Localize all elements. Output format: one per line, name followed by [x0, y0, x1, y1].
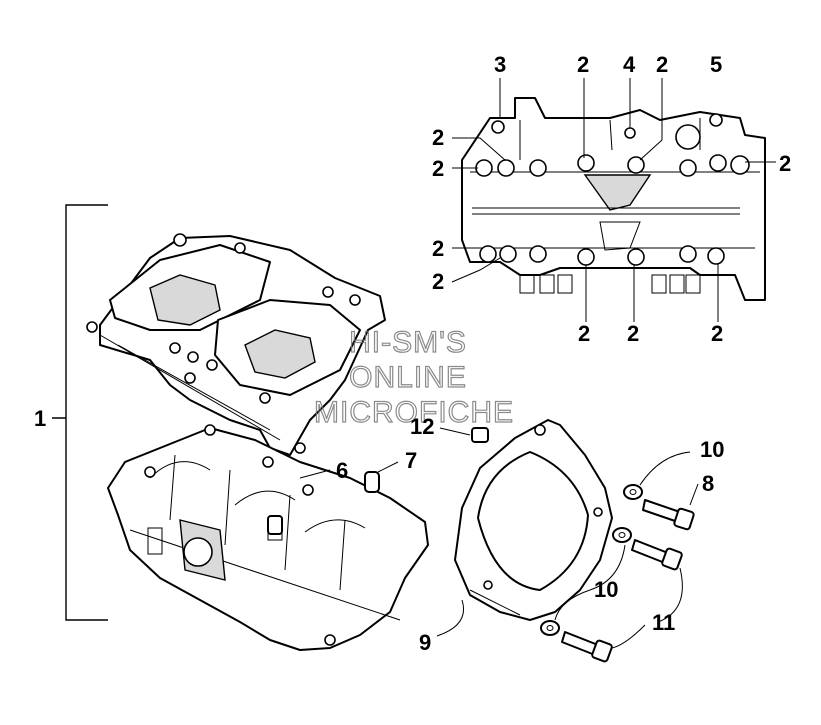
watermark: HI-SM'S ONLINE MICROFICHE — [313, 325, 514, 429]
assembly-bracket — [52, 204, 108, 621]
callout-labels: 1 3 2 4 2 5 2 2 2 2 2 2 2 2 12 7 6 10 8 … — [34, 52, 791, 655]
callout-5: 5 — [710, 52, 722, 77]
dowel-pin-12 — [471, 427, 489, 443]
dowel-pin-7 — [364, 471, 380, 493]
bolt-11-upper — [631, 539, 683, 571]
callout-2-left-c: 2 — [432, 236, 444, 261]
callout-2-left-a: 2 — [432, 125, 444, 150]
callout-2-left-d: 2 — [432, 269, 444, 294]
callout-1: 1 — [34, 406, 46, 431]
callout-10-top: 10 — [700, 437, 724, 462]
callout-8: 8 — [702, 471, 714, 496]
callout-2-bottom-a: 2 — [578, 321, 590, 346]
bolt-11-lower — [561, 631, 613, 663]
crankcase-upper-half — [86, 233, 386, 456]
callout-10-bottom: 10 — [594, 577, 618, 602]
callout-4: 4 — [623, 52, 636, 77]
crankcase-bottom-view — [461, 97, 766, 301]
watermark-line-2: ONLINE — [349, 361, 467, 394]
callout-9: 9 — [419, 630, 431, 655]
leader-lines — [299, 78, 776, 649]
watermark-line-1: HI-SM'S — [349, 326, 467, 359]
callout-7: 7 — [405, 448, 417, 473]
washer-10-upper — [623, 484, 643, 500]
watermark-line-3: MICROFICHE — [314, 396, 514, 429]
callout-2-bottom-b: 2 — [627, 321, 639, 346]
callout-3: 3 — [494, 52, 506, 77]
washer-10-lower — [540, 620, 560, 636]
dowel-pin-6 — [267, 515, 283, 535]
callout-6: 6 — [336, 458, 348, 483]
callout-2-left-b: 2 — [432, 156, 444, 181]
crankcase-lower-half — [107, 424, 429, 651]
callout-2-right: 2 — [779, 151, 791, 176]
bolt-8 — [642, 499, 695, 531]
washer-10-middle — [612, 527, 632, 543]
callout-11: 11 — [652, 610, 675, 635]
callout-12: 12 — [410, 414, 434, 439]
callout-2-bottom-c: 2 — [711, 321, 723, 346]
callout-2-top-b: 2 — [656, 52, 668, 77]
end-cover-housing — [454, 419, 613, 621]
callout-2-top-a: 2 — [577, 52, 589, 77]
